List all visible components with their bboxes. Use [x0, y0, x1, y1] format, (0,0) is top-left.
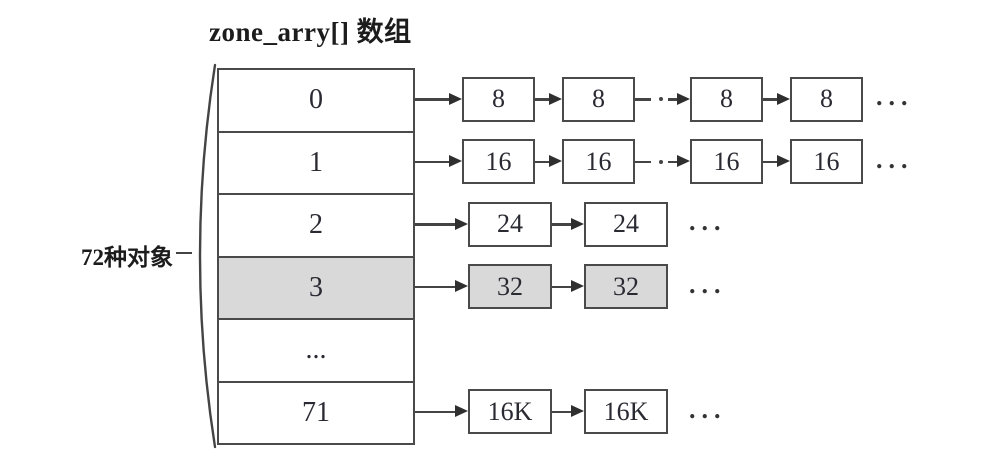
arrow-head-icon — [549, 92, 562, 105]
list-node-label: 16K — [603, 396, 649, 426]
object-count-label: 72种对象 — [81, 245, 173, 270]
list-node-label: 32 — [613, 271, 639, 301]
list-node-label: 32 — [497, 271, 523, 301]
arrow-line — [763, 98, 779, 101]
arrow-head-icon — [777, 155, 790, 168]
arrow-line — [415, 160, 451, 163]
list-node: 32 — [584, 264, 668, 310]
array-cell: 0 — [219, 70, 413, 133]
arrow-head-icon — [455, 405, 468, 418]
break-dot-icon — [659, 97, 663, 102]
break-dot-icon — [659, 159, 663, 164]
arrow-head-icon — [677, 155, 690, 168]
list-ellipsis: ... — [876, 144, 914, 174]
list-node-label: 24 — [497, 209, 523, 239]
arrow-head-icon — [549, 155, 562, 168]
list-node: 16K — [584, 389, 668, 435]
list-node-label: 8 — [820, 84, 833, 114]
array-cell-label: 1 — [309, 146, 323, 178]
list-node-label: 16K — [487, 396, 533, 426]
zone-array: 0 1 2 3... 71 — [217, 68, 415, 445]
list-node-label: 16 — [713, 146, 740, 176]
list-node-label: 16 — [585, 146, 612, 176]
list-ellipsis: ... — [689, 394, 727, 424]
arrow-line — [415, 98, 451, 101]
left-brace — [198, 63, 217, 449]
arrow-head-icon — [677, 92, 690, 105]
arrow-head-icon — [777, 92, 790, 105]
list-ellipsis: ... — [689, 207, 727, 237]
arrow-head-icon — [571, 217, 584, 230]
list-node: 16 — [790, 139, 863, 185]
list-node-label: 8 — [592, 84, 605, 114]
arrow-line — [552, 285, 573, 288]
array-cell-label: 0 — [309, 84, 323, 116]
list-node: 24 — [584, 201, 668, 247]
arrow-head-icon — [571, 280, 584, 293]
list-ellipsis: ... — [876, 82, 914, 112]
arrow-line — [415, 410, 457, 413]
arrow-line — [668, 160, 679, 163]
list-node-label: 8 — [720, 84, 733, 114]
array-cell-label: 71 — [302, 396, 330, 428]
arrow-head-icon — [455, 280, 468, 293]
arrow-head-icon — [455, 217, 468, 230]
arrow-line — [415, 285, 457, 288]
arrow-line — [635, 160, 651, 163]
list-node: 8 — [562, 76, 635, 122]
array-cell-label: ... — [305, 334, 327, 366]
diagram-title: zone_arry[] 数组 — [209, 17, 412, 47]
array-cell: 2 — [219, 195, 413, 258]
list-node-label: 8 — [492, 84, 505, 114]
array-cell: 71 — [219, 382, 413, 443]
list-node: 24 — [468, 201, 552, 247]
list-node-label: 16 — [813, 146, 840, 176]
list-ellipsis: ... — [689, 269, 727, 299]
arrow-head-icon — [449, 92, 462, 105]
list-node: 8 — [690, 76, 763, 122]
list-node: 16K — [468, 389, 552, 435]
arrow-head-icon — [571, 405, 584, 418]
arrow-head-icon — [449, 155, 462, 168]
array-cell-label: 3 — [309, 271, 323, 303]
arrow-line — [415, 223, 457, 226]
arrow-line — [552, 223, 573, 226]
list-node: 32 — [468, 264, 552, 310]
list-node: 16 — [462, 139, 535, 185]
list-node: 8 — [462, 76, 535, 122]
list-node: 16 — [562, 139, 635, 185]
arrow-line — [535, 160, 551, 163]
list-node-label: 24 — [613, 209, 639, 239]
array-cell-label: 2 — [309, 209, 323, 241]
arrow-line — [635, 98, 651, 101]
array-cell: 3 — [219, 257, 413, 320]
arrow-line — [552, 410, 573, 413]
arrow-line — [535, 98, 551, 101]
array-cell: 1 — [219, 132, 413, 195]
arrow-line — [668, 98, 679, 101]
list-node: 8 — [790, 76, 863, 122]
arrow-line — [763, 160, 779, 163]
list-node-label: 16 — [485, 146, 512, 176]
array-cell: ... — [219, 320, 413, 383]
label-connector-line — [176, 252, 192, 254]
list-node: 16 — [690, 139, 763, 185]
